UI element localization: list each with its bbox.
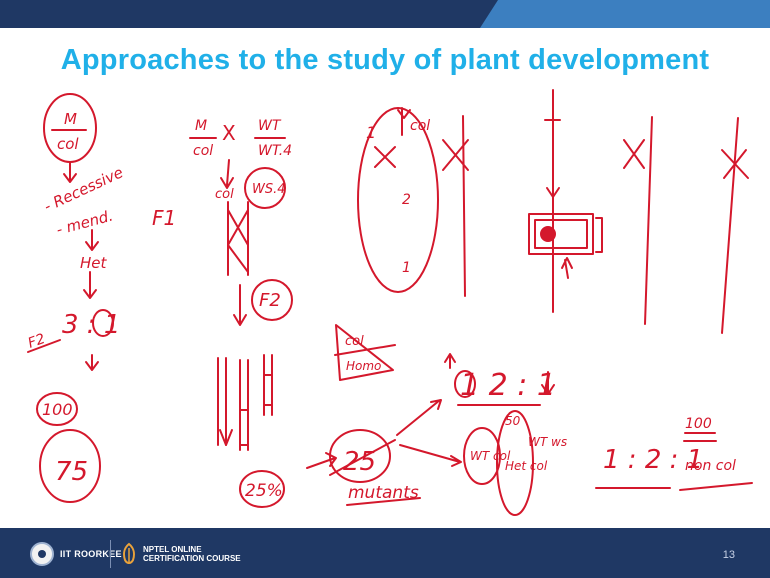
nptel-logo-icon: [123, 542, 135, 564]
cross-m: M: [195, 118, 207, 134]
oval-col: col: [410, 118, 430, 134]
n100b-label: 100: [685, 416, 712, 432]
ws4-circle: [244, 167, 286, 209]
ratio-one-circle: [92, 309, 114, 337]
mutants-label: mutants: [348, 483, 419, 503]
n75-circle: [39, 429, 101, 503]
col-homo-2: Homo: [346, 359, 381, 373]
course-name: NPTEL ONLINE CERTIFICATION COURSE: [143, 545, 263, 563]
f2-ratio-label: F2: [26, 331, 47, 352]
oval-1: 1: [366, 123, 376, 142]
n100-circle: [36, 392, 78, 426]
col-arrow-label: col: [215, 187, 234, 202]
col-homo-1: col: [345, 334, 364, 349]
cross-col: col: [193, 143, 213, 159]
n75-label: 75: [55, 457, 88, 487]
ratio-3-1: 3 : 1: [62, 310, 120, 340]
slide-title: Approaches to the study of plant develop…: [60, 44, 710, 76]
ratio-1-2-1: 1 2 : 1: [460, 368, 556, 403]
footer-divider: [110, 540, 111, 568]
n25-label: 25: [343, 447, 376, 477]
wt-col-label: WT col: [470, 449, 511, 463]
n25pct-circle: [239, 470, 285, 508]
ratio-right: 1 : 2 : 1: [603, 445, 703, 475]
ratio-one-circle-b: [454, 370, 476, 398]
f2-circle: [251, 279, 293, 321]
f2-label: F2: [259, 290, 281, 311]
het-col-circle: [496, 410, 534, 516]
oval-2: 2: [402, 192, 411, 208]
course-line-1: NPTEL ONLINE: [143, 545, 202, 554]
col-label: col: [57, 135, 79, 153]
handwritten-annotations: M col - Recessive - mend. Het F2 3 : 1 1…: [26, 89, 753, 516]
wt-col-circle: [463, 427, 501, 485]
n100-label: 100: [42, 400, 73, 419]
n25pct-label: 25%: [245, 481, 283, 501]
mend-label: - mend.: [54, 207, 115, 239]
course-line-2: CERTIFICATION COURSE: [143, 554, 241, 563]
cross-x: X: [222, 121, 236, 145]
recessive-label: - Recessive: [41, 163, 126, 215]
institute-name: IIT ROORKEE: [60, 549, 122, 559]
f1-label: F1: [152, 206, 176, 230]
top-bar-accent: [480, 0, 770, 28]
chromosome-oval: [357, 107, 439, 293]
m-label: M: [64, 110, 77, 128]
col-homo-triangle: [335, 324, 394, 381]
n50-label: 50: [505, 414, 521, 428]
ws4-label: WS.4: [252, 182, 286, 197]
het-label: Het: [80, 254, 108, 272]
wt-ws-label: WT ws: [528, 435, 567, 449]
iit-roorkee-logo-icon: [30, 542, 54, 566]
oval-1b: 1: [402, 260, 411, 276]
highlight-box: [528, 213, 594, 255]
cross-wt: WT: [258, 118, 282, 134]
page-number: 13: [722, 549, 735, 561]
het-col-label: Het col: [505, 459, 548, 473]
cross-wt4: WT.4: [258, 143, 292, 159]
non-col-label: non col: [685, 458, 736, 474]
